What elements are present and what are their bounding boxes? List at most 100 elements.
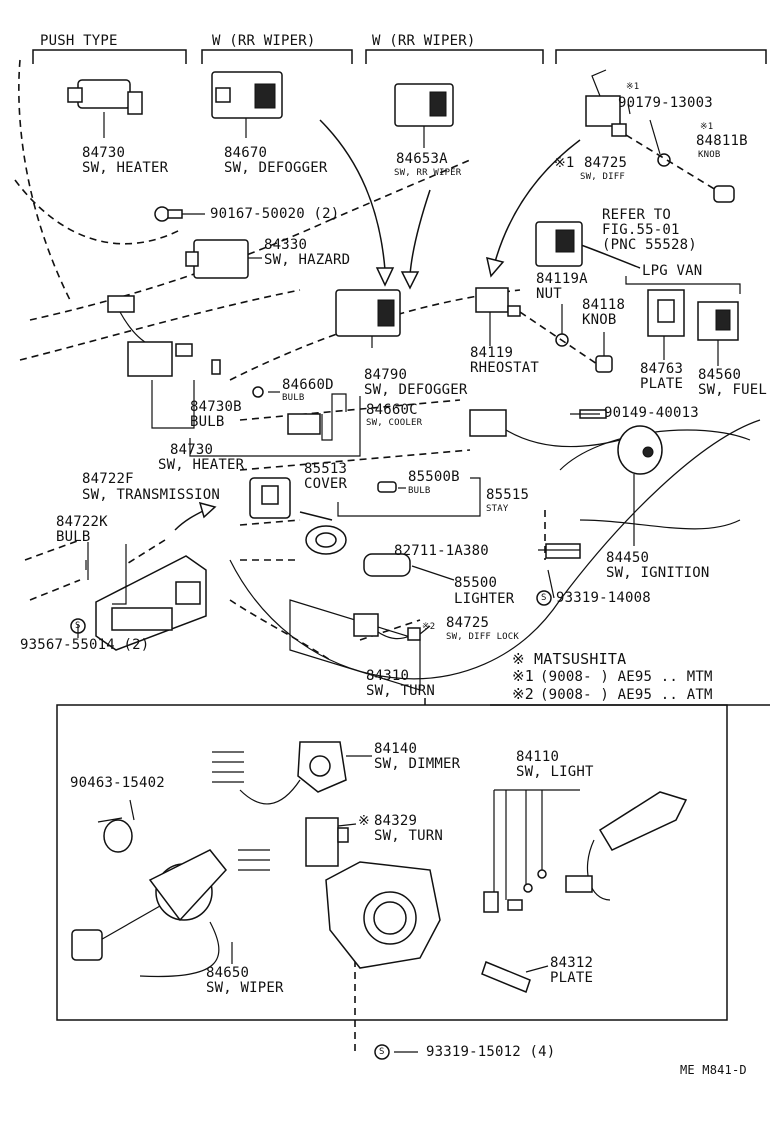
label-84722F-name: SW, TRANSMISSION — [82, 487, 221, 503]
label-84110-num: 84110 — [516, 749, 560, 765]
leader-lines — [77, 103, 741, 1053]
label-84653A-num: 84653A — [396, 151, 448, 167]
part-84140-dimmer-switch — [212, 741, 347, 805]
label-84119A-name: NUT — [536, 286, 562, 302]
header-rr-wiper-1: W (RR WIPER) — [212, 33, 316, 49]
part-84330-hazard-switch — [185, 239, 249, 279]
part-84119A-nut — [519, 311, 601, 367]
part-84660C-cooler-switch — [252, 386, 321, 435]
s-symbol-1: S — [541, 593, 547, 603]
s-symbol-2: S — [75, 621, 81, 631]
label-85500B-name: BULB — [408, 486, 431, 496]
label-84730-name: SW, HEATER — [82, 160, 169, 176]
legend-mark-0: ※ — [512, 650, 525, 668]
label-refer-line1: REFER TO — [602, 207, 672, 223]
part-84450-ignition-switch — [469, 409, 663, 475]
s-symbols — [70, 590, 552, 1060]
part-84329-turn-switch — [305, 817, 349, 867]
label-84329-name: SW, TURN — [374, 828, 444, 844]
label-84119-name: RHEOSTAT — [470, 360, 540, 376]
legend-mark-1: ※1 — [512, 667, 534, 685]
label-84725-low-name: SW, DIFF LOCK — [446, 632, 520, 642]
legend-mark-2: ※2 — [512, 685, 534, 703]
label-84670-name: SW, DEFOGGER — [224, 160, 328, 176]
header-push-type: PUSH TYPE — [40, 33, 118, 49]
label-84650-num: 84650 — [206, 965, 250, 981]
label-85515-name: STAY — [486, 504, 509, 514]
label-84763-num: 84763 — [640, 361, 684, 377]
label-refer-line3: (PNC 55528) — [602, 237, 697, 253]
label-84310-name: SW, TURN — [366, 683, 436, 699]
part-84725-diff-switch — [585, 69, 627, 137]
label-90463-num: 90463-15402 — [70, 775, 165, 791]
label-93319-14008-num: 93319-14008 — [556, 590, 651, 606]
label-84730-low-name: SW, HEATER — [158, 457, 245, 473]
label-84725-num: 84725 — [584, 155, 628, 171]
footer-code: ME M841-D — [680, 1063, 747, 1077]
part-refer-switch — [535, 221, 583, 267]
label-84310-num: 84310 — [366, 668, 410, 684]
label-84722K-name: BULB — [56, 529, 91, 545]
label-84450-num: 84450 — [606, 550, 650, 566]
part-84722F-transmission-switch — [95, 555, 207, 651]
label-84660D-num: 84660D — [282, 377, 334, 393]
dashboard-outline — [14, 59, 546, 1052]
part-84811B-knob — [625, 134, 735, 203]
label-84119-num: 84119 — [470, 345, 514, 361]
header-rr-wiper-2: W (RR WIPER) — [372, 33, 476, 49]
part-84650-wiper-switch — [71, 849, 270, 978]
combination-switch-box — [56, 704, 728, 1021]
part-84653A-rr-wiper-switch — [394, 83, 454, 127]
part-84312-plate — [481, 961, 531, 993]
label-84140-name: SW, DIMMER — [374, 756, 461, 772]
part-84763-plate — [647, 289, 685, 337]
label-84560-num: 84560 — [698, 367, 742, 383]
label-85513-num: 85513 — [304, 461, 348, 477]
label-lpg-van: LPG VAN — [642, 263, 703, 279]
label-84725-low-num: 84725 — [446, 615, 490, 631]
part-84110-light-switch — [483, 789, 688, 913]
pointer-arrows — [174, 119, 641, 531]
legend-text-0: MATSUSHITA — [534, 650, 627, 668]
part-90167-screw — [154, 206, 183, 222]
label-84450-name: SW, IGNITION — [606, 565, 710, 581]
label-84730B-name: BULB — [190, 414, 225, 430]
part-84725-diff-lock-switch — [353, 613, 421, 641]
s-symbol-3: S — [379, 1047, 385, 1057]
label-90167-num: 90167-50020 (2) — [210, 206, 340, 222]
part-84118-knob — [595, 355, 613, 373]
label-84811B-num: 84811B — [696, 133, 748, 149]
label-85500-num: 85500 — [454, 575, 498, 591]
label-84329-mark: ※ — [358, 813, 370, 829]
label-84329-num: 84329 — [374, 813, 418, 829]
part-85513-cover — [249, 477, 291, 519]
label-84730-low-num: 84730 — [170, 442, 214, 458]
part-84310-turn-switch-body — [325, 861, 441, 969]
part-84730-heater-assembly — [107, 295, 221, 377]
label-90179-num: 90179-13003 — [618, 95, 713, 111]
part-85500B-bulb — [377, 481, 397, 493]
label-84312-name: PLATE — [550, 970, 594, 986]
label-84118-name: KNOB — [582, 312, 617, 328]
label-84560-name: SW, FUEL — [698, 382, 768, 398]
label-84330-num: 84330 — [264, 237, 308, 253]
label-84811B-name: KNOB — [698, 150, 721, 160]
label-84722K-num: 84722K — [56, 514, 108, 530]
part-82711-connector — [545, 543, 581, 559]
label-84722F-num: 84722F — [82, 471, 134, 487]
label-84725-name: SW, DIFF — [580, 172, 625, 182]
part-84670-defogger-switch — [211, 71, 283, 119]
label-84330-name: SW, HAZARD — [264, 252, 351, 268]
part-84119-rheostat — [475, 287, 521, 317]
label-84730-num: 84730 — [82, 145, 126, 161]
label-84811B-mark: ※1 — [700, 122, 714, 132]
label-90149-num: 90149-40013 — [604, 405, 699, 421]
header-brackets — [32, 49, 767, 64]
label-84118-num: 84118 — [582, 297, 626, 313]
legend-text-1: (9008- ) AE95 .. MTM — [540, 669, 713, 685]
part-84730-heater-switch — [67, 79, 143, 115]
label-84763-name: PLATE — [640, 376, 684, 392]
label-93567-num: 93567-55014 (2) — [20, 637, 150, 653]
label-84119A-num: 84119A — [536, 271, 588, 287]
